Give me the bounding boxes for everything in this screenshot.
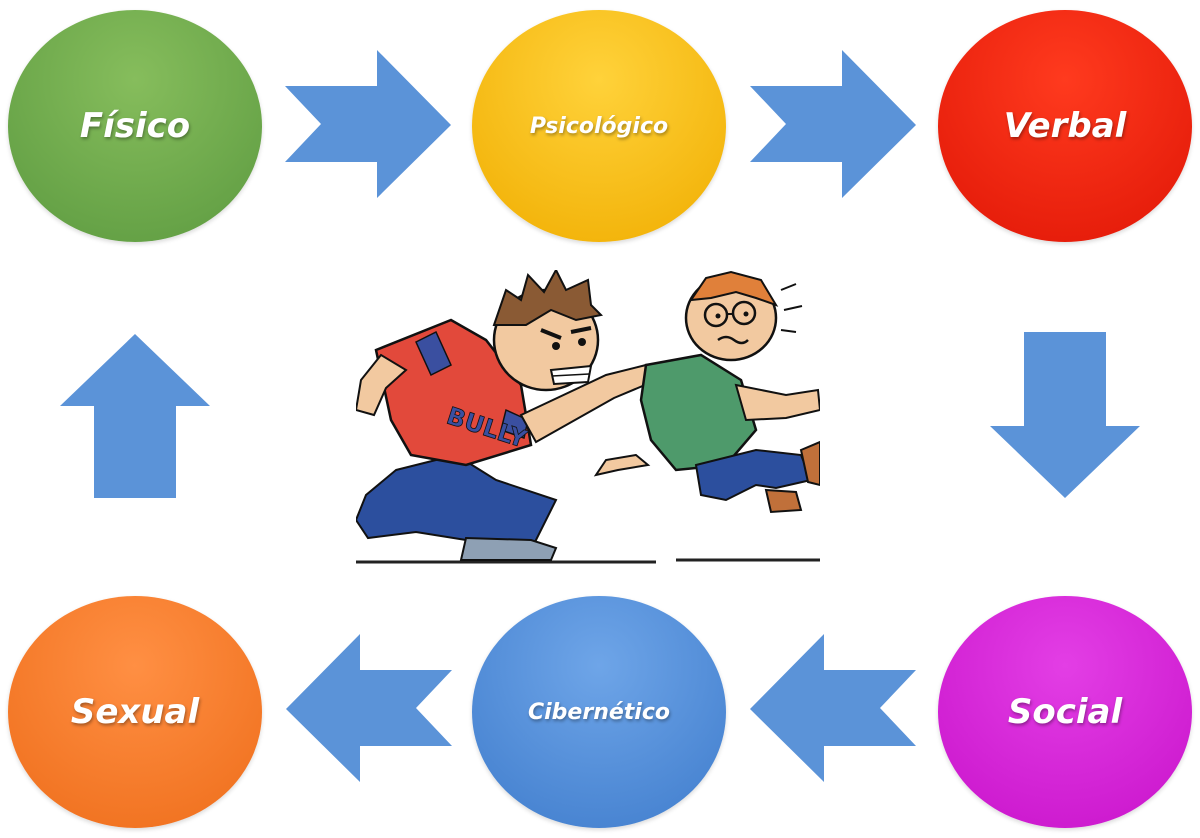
arrow-up [60,334,210,498]
arrow-right-1 [285,50,451,198]
arrow-left-1 [750,634,916,782]
arrow-left-2 [286,634,452,782]
node-psicologico: Psicológico [472,10,726,242]
arrow-down [990,332,1140,498]
node-cibernetico-label: Cibernético [527,699,670,725]
node-sexual-label: Sexual [70,692,200,732]
node-fisico-label: Físico [79,106,191,146]
bully-illustration: BULLY [356,270,820,564]
node-cibernetico: Cibernético [472,596,726,828]
node-fisico: Físico [8,10,262,242]
node-verbal-label: Verbal [1003,106,1127,146]
node-social-label: Social [1007,692,1123,732]
node-psicologico-label: Psicológico [529,113,669,139]
node-sexual: Sexual [8,596,262,828]
arrow-right-2 [750,50,916,198]
node-verbal: Verbal [938,10,1192,242]
node-social: Social [938,596,1192,828]
